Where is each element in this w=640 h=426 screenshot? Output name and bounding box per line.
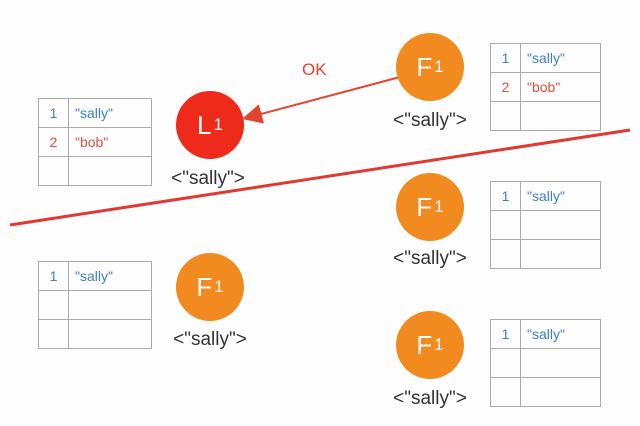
- follower-vote-2: <"sally">: [393, 248, 467, 269]
- follower-log-4: 1"sally": [490, 319, 601, 407]
- follower-vote-4: <"sally">: [393, 388, 467, 409]
- ok-label: OK: [302, 60, 327, 79]
- follower-log-1: 1"sally" 2"bob": [490, 43, 601, 131]
- leader-vote: <"sally">: [171, 168, 245, 189]
- follower-log-2: 1"sally": [490, 181, 601, 269]
- leader-log: 1"sally" 2"bob": [38, 98, 152, 186]
- follower-log-3: 1"sally": [38, 261, 152, 349]
- ok-arrow: [242, 76, 401, 124]
- follower-vote-1: <"sally">: [393, 110, 467, 131]
- follower-vote-3: <"sally">: [173, 329, 247, 350]
- partition-line: [9, 128, 631, 227]
